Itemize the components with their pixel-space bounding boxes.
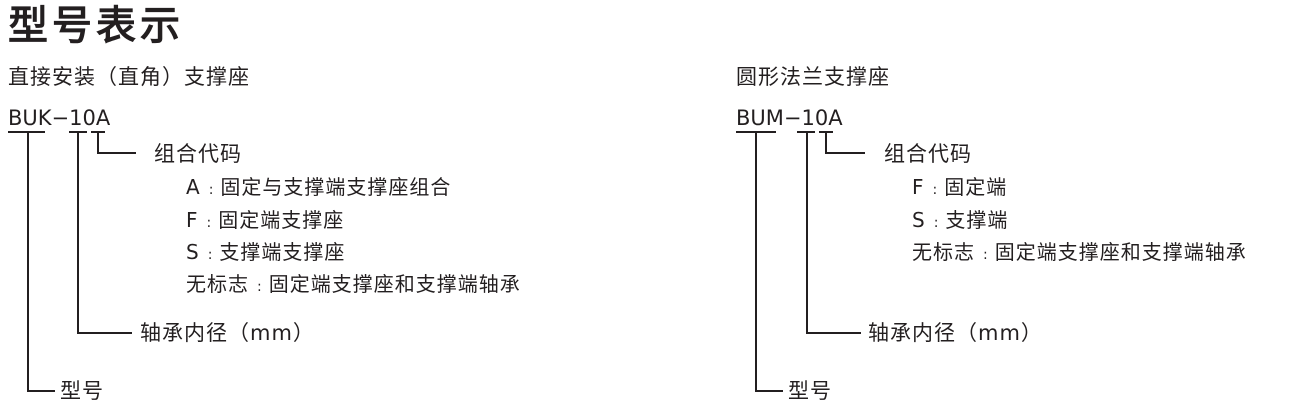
option-text: 固定端 bbox=[944, 175, 1008, 199]
bum-option-f: F: 固定端 bbox=[912, 174, 1007, 203]
option-sep: : bbox=[257, 279, 263, 295]
option-key: S bbox=[186, 240, 200, 264]
bore-connector-horizontal bbox=[806, 332, 861, 334]
buk-option-s: S: 支撑端支撑座 bbox=[186, 239, 345, 268]
option-sep: : bbox=[207, 247, 214, 263]
type-connector-vertical bbox=[27, 131, 29, 392]
buk-option-a: A: 固定与支撑端支撑座组合 bbox=[186, 174, 451, 203]
option-text: 固定与支撑端支撑座组合 bbox=[220, 175, 452, 199]
option-sep: : bbox=[206, 215, 213, 231]
option-key: 无标志 bbox=[186, 272, 249, 296]
code-connector-horizontal bbox=[97, 152, 136, 154]
buk-option-none: 无标志: 固定端支撑座和支撑端轴承 bbox=[186, 271, 521, 300]
bore-connector-vertical bbox=[806, 131, 808, 334]
type-connector-vertical bbox=[755, 131, 757, 392]
option-sep: : bbox=[983, 247, 989, 263]
bum-model-code: BUM−10A bbox=[736, 106, 843, 130]
bum-option-s: S: 支撑端 bbox=[912, 207, 1008, 236]
bum-subtitle: 圆形法兰支撑座 bbox=[736, 65, 890, 89]
option-sep: : bbox=[932, 182, 939, 198]
option-text: 固定端支撑座和支撑端轴承 bbox=[268, 272, 521, 296]
bum-bore-label: 轴承内径（mm） bbox=[868, 321, 1043, 345]
bum-option-none: 无标志: 固定端支撑座和支撑端轴承 bbox=[912, 239, 1247, 268]
page-title: 型号表示 bbox=[8, 3, 184, 49]
code-connector-vertical bbox=[825, 131, 827, 154]
buk-subtitle: 直接安装（直角）支撑座 bbox=[8, 65, 250, 89]
option-text: 固定端支撑座和支撑端轴承 bbox=[994, 240, 1247, 264]
option-key: A bbox=[186, 175, 201, 199]
buk-option-f: F: 固定端支撑座 bbox=[186, 207, 344, 236]
code-connector-vertical bbox=[97, 131, 99, 154]
type-connector-horizontal bbox=[755, 390, 783, 392]
buk-code-label: 组合代码 bbox=[154, 142, 242, 166]
bore-connector-horizontal bbox=[77, 332, 132, 334]
series-underline bbox=[8, 131, 45, 133]
buk-type-label: 型号 bbox=[60, 379, 104, 403]
option-sep: : bbox=[933, 215, 940, 231]
bum-type-label: 型号 bbox=[788, 379, 832, 403]
option-key: F bbox=[186, 208, 199, 232]
option-key: F bbox=[912, 175, 925, 199]
option-text: 支撑端支撑座 bbox=[219, 240, 346, 264]
type-connector-horizontal bbox=[27, 390, 55, 392]
bum-code-label: 组合代码 bbox=[884, 142, 972, 166]
option-sep: : bbox=[208, 182, 215, 198]
bore-connector-vertical bbox=[77, 131, 79, 334]
option-key: S bbox=[912, 208, 926, 232]
buk-model-code: BUK−10A bbox=[8, 106, 111, 130]
option-key: 无标志 bbox=[912, 240, 975, 264]
buk-bore-label: 轴承内径（mm） bbox=[140, 321, 315, 345]
option-text: 固定端支撑座 bbox=[218, 208, 345, 232]
option-text: 支撑端 bbox=[945, 208, 1009, 232]
code-connector-horizontal bbox=[825, 152, 865, 154]
